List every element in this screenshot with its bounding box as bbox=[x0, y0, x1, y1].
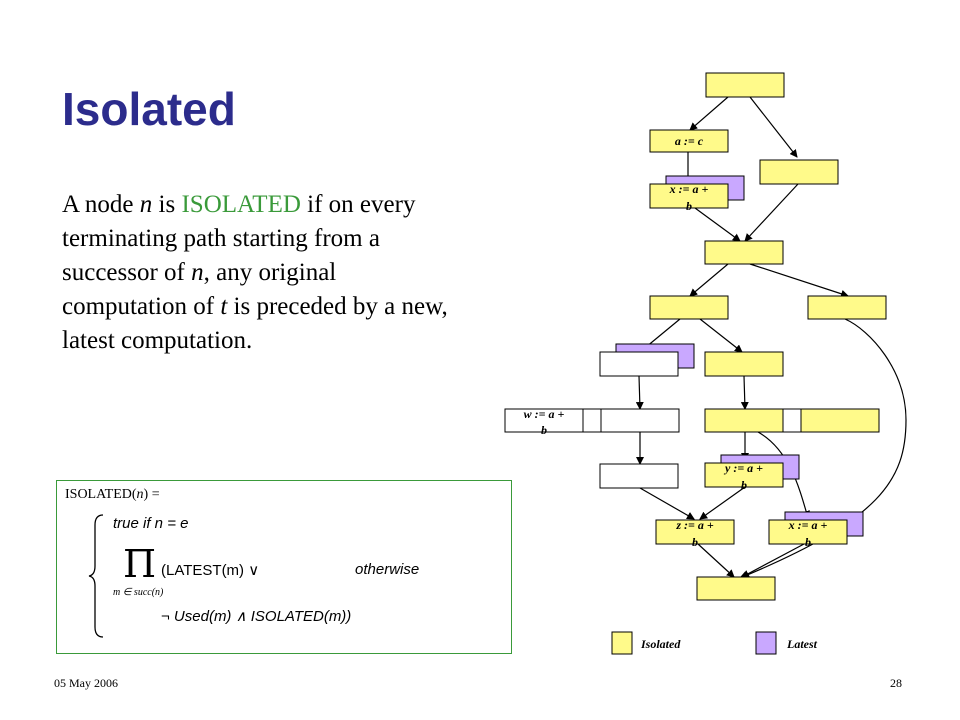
edge bbox=[699, 486, 746, 520]
label-w-line2: b bbox=[541, 423, 547, 437]
para-text: if on every terminating path starting fr… bbox=[62, 191, 416, 286]
legend-label-isolated: Isolated bbox=[640, 637, 681, 651]
node-entry bbox=[705, 72, 785, 98]
para-text: A node bbox=[62, 191, 140, 218]
graph-edges bbox=[546, 96, 907, 580]
node-right-far bbox=[800, 408, 880, 433]
case-latest: (LATEST(m) ∨ bbox=[161, 562, 260, 579]
para-var-n: n bbox=[191, 259, 204, 286]
node-connector-left bbox=[582, 408, 602, 433]
para-var-t: t bbox=[220, 293, 228, 320]
footer-date: 05 May 2006 bbox=[54, 676, 118, 690]
slide-title: Isolated bbox=[62, 83, 236, 135]
label-x1-line2: b bbox=[686, 199, 692, 213]
edge bbox=[741, 543, 805, 578]
node-exit bbox=[696, 576, 776, 601]
formula-box: ISOLATED(n) = true if n = e Π (LATEST(m)… bbox=[56, 480, 512, 654]
edge bbox=[749, 263, 849, 298]
legend-label-latest: Latest bbox=[786, 637, 818, 651]
product-subscript: m ∈ succ(n) bbox=[113, 587, 164, 598]
para-text: is preceded by a new, latest computation… bbox=[62, 293, 448, 354]
node-left-lower bbox=[600, 408, 680, 433]
graph-labels: a := c x := a + b w := a + b y := a + b … bbox=[524, 134, 828, 549]
edge bbox=[744, 183, 799, 242]
node-a-assign-c bbox=[649, 129, 729, 153]
edge bbox=[697, 543, 735, 578]
node-join1 bbox=[704, 240, 784, 265]
node-left-bottom bbox=[599, 463, 679, 489]
label-z-line1: z := a + bbox=[675, 518, 714, 532]
para-isolated-term: ISOLATED bbox=[181, 191, 301, 218]
case-used-isolated: ¬ Used(m) ∧ ISOLATED(m)) bbox=[161, 608, 352, 625]
node-y bbox=[704, 462, 784, 488]
formula-head: ISOLATED(n) = bbox=[65, 487, 160, 502]
label-x1-line1: x := a + bbox=[669, 182, 709, 196]
edge bbox=[740, 375, 749, 410]
edge bbox=[639, 487, 695, 520]
node-right-branch bbox=[759, 159, 839, 185]
para-text: , any original computation of bbox=[62, 259, 337, 320]
label-x2-line1: x := a + bbox=[788, 518, 828, 532]
case-otherwise: otherwise bbox=[355, 561, 420, 578]
left-brace bbox=[88, 514, 104, 638]
label-a-assign-c: a := c bbox=[675, 134, 704, 148]
node-connector-right bbox=[782, 408, 802, 433]
node-split-right bbox=[807, 295, 887, 320]
label-x2-line2: b bbox=[805, 535, 811, 549]
graph-nodes bbox=[504, 72, 887, 601]
edge bbox=[689, 96, 729, 131]
node-left-plain bbox=[599, 351, 679, 377]
para-var-n: n bbox=[139, 191, 153, 218]
case-true: true if n = e bbox=[113, 515, 189, 532]
legend-swatch-isolated bbox=[611, 631, 633, 655]
edge bbox=[749, 96, 798, 158]
label-z-line2: b bbox=[692, 535, 698, 549]
edge bbox=[694, 207, 741, 242]
edge bbox=[689, 263, 729, 297]
edge bbox=[699, 318, 743, 353]
label-y-line1: y := a + bbox=[723, 461, 763, 475]
label-y-line2: b bbox=[741, 478, 747, 492]
label-w-line1: w := a + bbox=[524, 407, 565, 421]
node-right-lower bbox=[704, 408, 784, 433]
footer-page-number: 28 bbox=[890, 676, 902, 690]
node-right-mid bbox=[704, 351, 784, 377]
node-split-left bbox=[649, 295, 729, 320]
node-z bbox=[655, 519, 735, 545]
para-text: is bbox=[152, 191, 182, 218]
product-symbol: Π bbox=[123, 542, 157, 586]
legend: Isolated Latest bbox=[611, 631, 818, 655]
definition-paragraph: A node n is ISOLATED if on every termina… bbox=[62, 188, 462, 358]
node-x1 bbox=[649, 183, 729, 209]
legend-swatch-latest bbox=[755, 631, 777, 655]
node-x2 bbox=[768, 519, 848, 545]
edge bbox=[635, 375, 644, 410]
